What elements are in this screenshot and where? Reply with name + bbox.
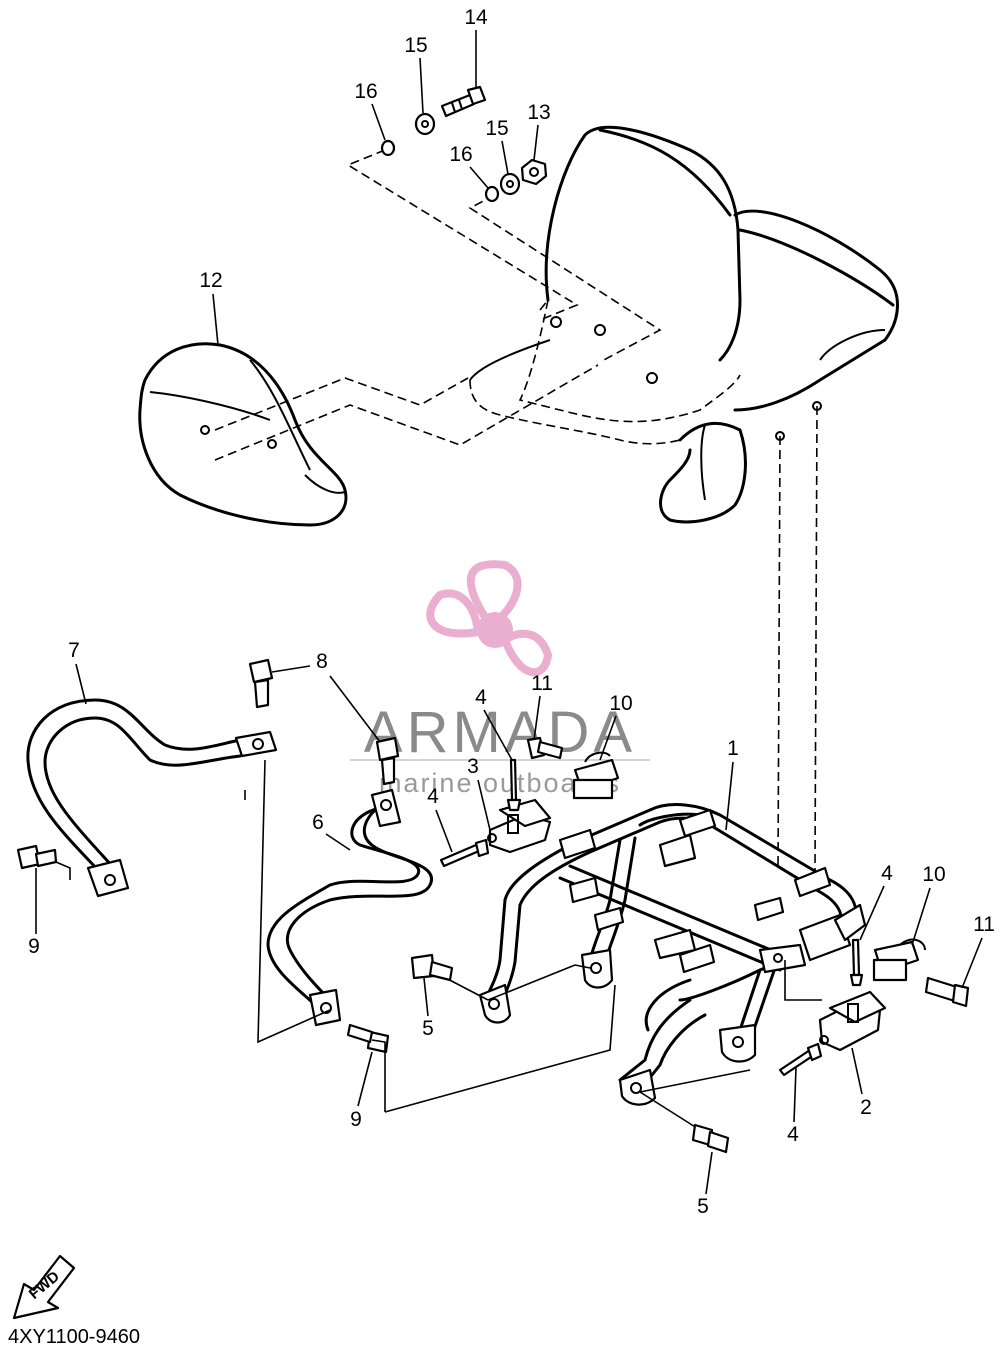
hook-10-a — [572, 751, 620, 800]
engine-cowling — [469, 125, 899, 524]
callout-9-b: 9 — [350, 1108, 362, 1131]
part-code: 4XY1100-9460 — [8, 1326, 140, 1348]
callout-10-a: 10 — [609, 692, 632, 715]
callout-4-b: 4 — [427, 785, 439, 808]
callout-11-a: 11 — [531, 672, 553, 695]
callout-16-b: 16 — [449, 143, 472, 166]
propeller-icon — [426, 560, 553, 677]
callout-7: 7 — [68, 639, 80, 662]
clamp-2 — [818, 990, 887, 1052]
callout-4-d: 4 — [787, 1123, 799, 1146]
fwd-arrow-icon: FWD — [12, 1254, 76, 1320]
callout-15-b: 15 — [485, 117, 508, 140]
callout-6: 6 — [312, 811, 324, 834]
callout-3: 3 — [467, 755, 479, 778]
nut-13 — [520, 158, 548, 186]
callout-14: 14 — [464, 6, 488, 29]
callout-9-a: 9 — [28, 935, 40, 958]
callout-12: 12 — [199, 269, 222, 292]
seat-cushion — [138, 342, 348, 527]
battery-cable-7 — [26, 698, 278, 898]
bolts-11 — [526, 736, 970, 1008]
callout-13: 13 — [527, 101, 550, 124]
callout-16-a: 16 — [354, 80, 377, 103]
callout-15-a: 15 — [404, 34, 427, 57]
assembly-lines-frame — [55, 759, 822, 1131]
washer-15-a — [414, 112, 436, 136]
washer-16-a — [380, 139, 396, 157]
hook-10-b — [872, 938, 926, 982]
callout-5-b: 5 — [697, 1195, 709, 1218]
bolts-5 — [410, 953, 730, 1154]
bolt-14 — [440, 85, 487, 118]
washer-15-b — [499, 172, 521, 196]
callout-8: 8 — [316, 650, 328, 673]
washer-16-b — [484, 185, 500, 203]
watermark-title: ARMADA — [364, 700, 636, 765]
rivets-4 — [439, 758, 864, 1077]
callout-1: 1 — [727, 737, 739, 760]
callout-5-a: 5 — [422, 1017, 434, 1040]
callout-2: 2 — [860, 1096, 872, 1119]
callout-labels: 14 15 16 15 13 16 12 7 8 4 11 10 1 3 4 6… — [28, 6, 995, 1218]
callout-4-c: 4 — [881, 862, 893, 885]
top-fasteners — [380, 85, 548, 203]
assembly-lines-top — [214, 149, 818, 871]
callout-4-a: 4 — [475, 686, 487, 709]
bolts-8-9 — [16, 658, 400, 1054]
bracket-frame-1 — [478, 803, 867, 1106]
callout-10-b: 10 — [922, 863, 945, 886]
battery-cable-6 — [266, 788, 434, 1027]
callout-11-b: 11 — [973, 913, 995, 936]
